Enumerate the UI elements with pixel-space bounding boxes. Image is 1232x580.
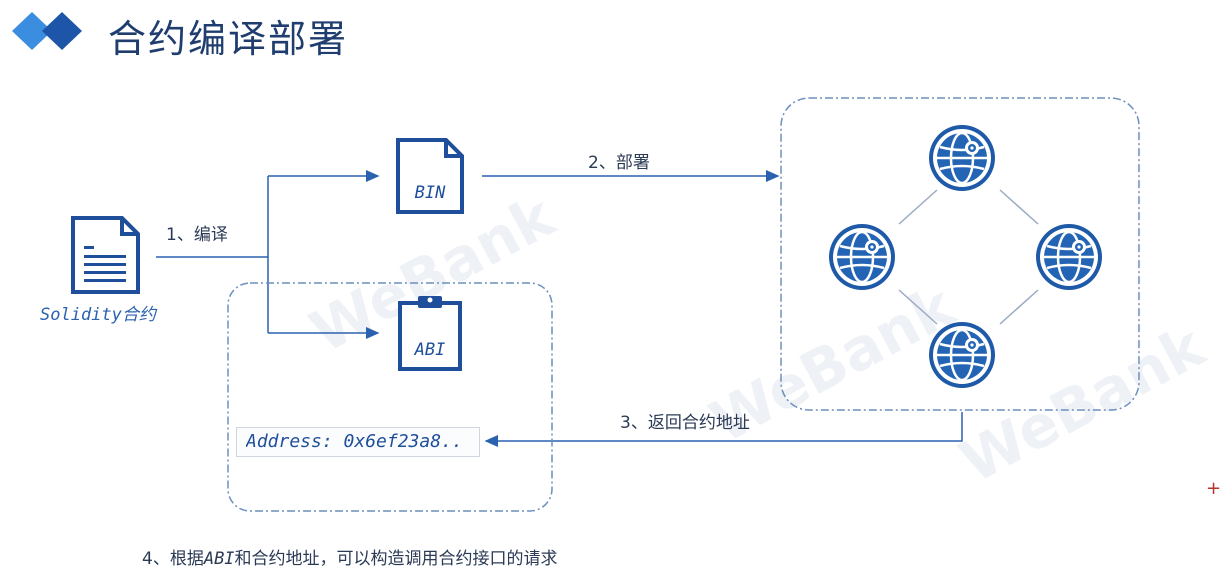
bin-file-icon xyxy=(396,138,464,214)
step-deploy-label: 2、部署 xyxy=(588,153,650,173)
globe-icon xyxy=(927,123,997,193)
abi-label: ABI xyxy=(414,340,446,360)
abi-clipboard-icon xyxy=(398,296,462,371)
address-value: Address: 0x6ef23a8.. xyxy=(246,431,463,452)
address-box xyxy=(236,427,480,457)
step-compile-label: 1、编译 xyxy=(166,225,228,245)
page-title: 合约编译部署 xyxy=(108,17,349,61)
step-request-note: 4、根据ABI和合约地址，可以构造调用合约接口的请求 xyxy=(142,544,558,569)
logo-icon xyxy=(12,12,82,50)
step4-prefix: 4、根据 xyxy=(142,549,204,569)
solidity-label: Solidity合约 xyxy=(40,305,156,325)
cursor-crosshair-icon: + xyxy=(1206,478,1222,499)
step-return-label: 3、返回合约地址 xyxy=(620,413,750,433)
globe-icon xyxy=(927,320,997,390)
globe-icon xyxy=(1034,222,1104,292)
step4-abi: ABI xyxy=(203,549,235,569)
globe-icon xyxy=(827,222,897,292)
step4-suffix: 和合约地址，可以构造调用合约接口的请求 xyxy=(234,549,558,569)
bin-label: BIN xyxy=(414,183,446,203)
solidity-file-icon xyxy=(71,216,140,294)
